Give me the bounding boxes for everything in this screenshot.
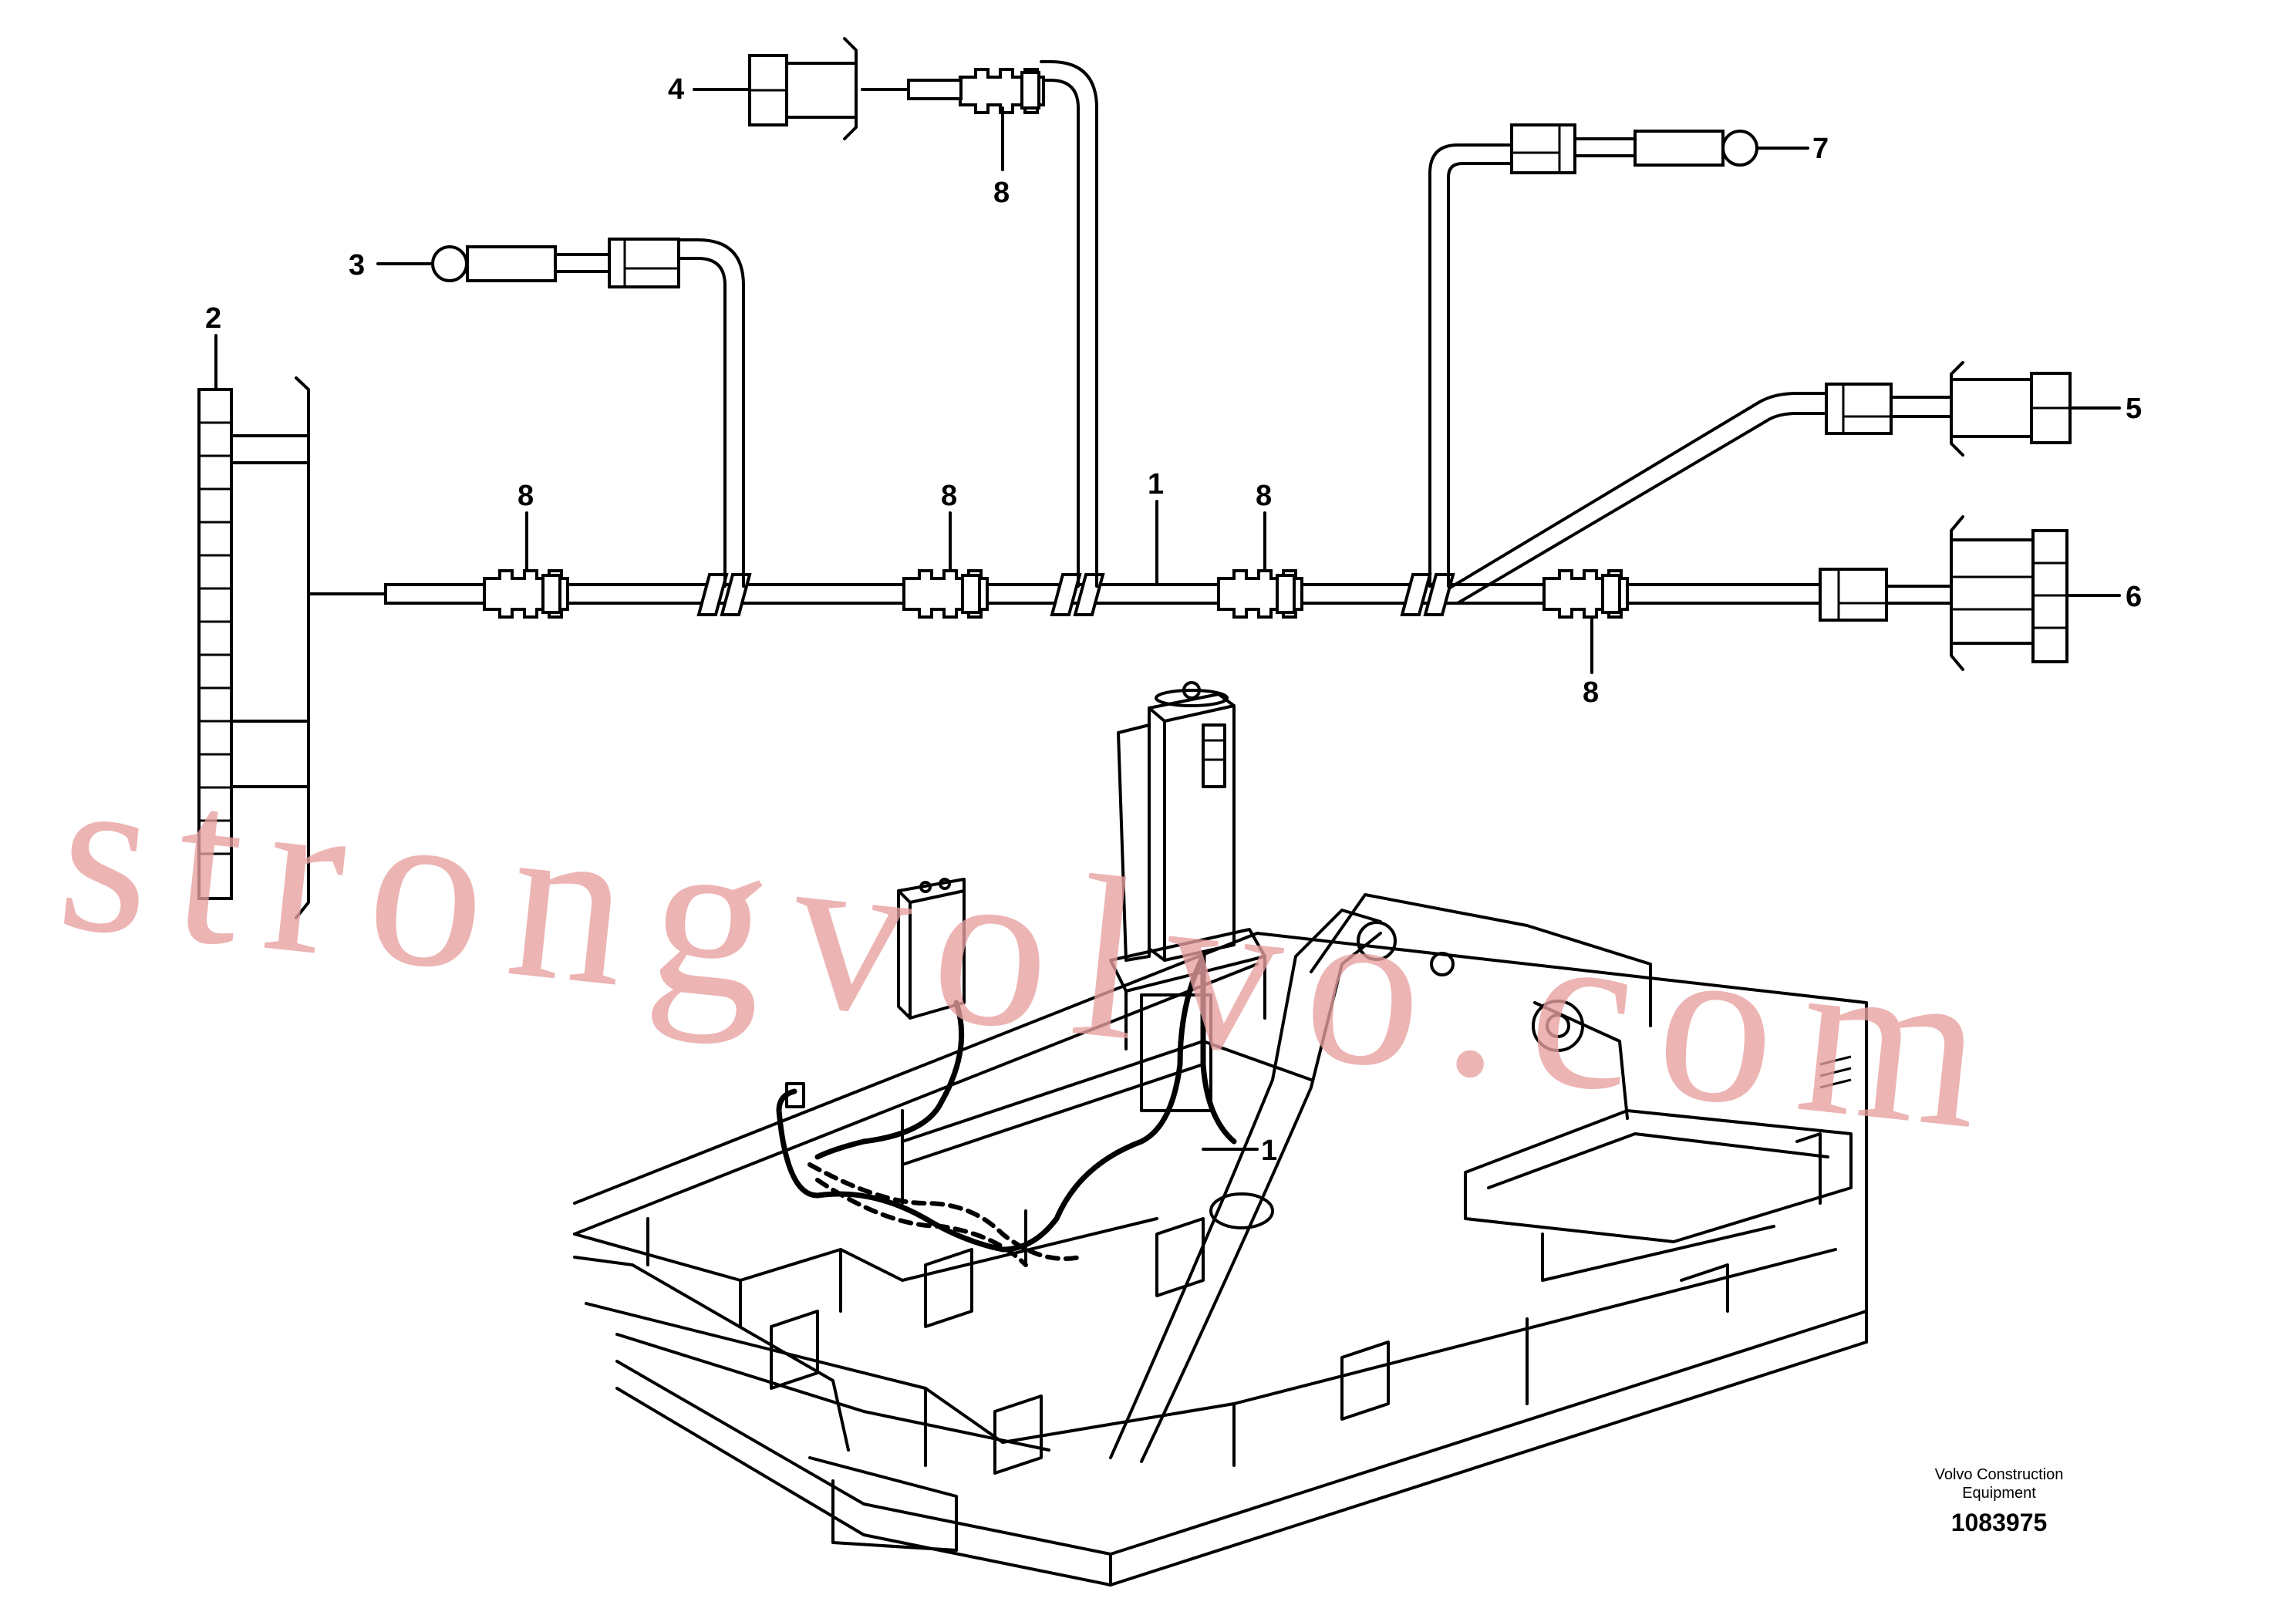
branch-connector-7 [1428,123,1809,588]
clip-8-b [902,569,989,619]
callout-1-trunk: 1 [1148,468,1164,501]
caption-line-2: Equipment [1962,1485,2036,1502]
callout-4: 4 [668,73,684,106]
callout-8-clip-c: 8 [1256,480,1272,512]
clip-8-c [1217,569,1303,619]
connector-2 [197,376,387,919]
callout-8-top: 8 [993,177,1010,209]
watermark-text: strongvolvo.com [49,720,2020,1180]
electronic-box [897,878,966,1020]
control-column [1109,681,1266,1112]
harness-schematic: 2 3 4 8 7 5 6 8 8 1 8 8 [197,37,2142,919]
main-harness-trunk [384,569,1822,619]
branch-connector-3 [376,238,745,588]
caption-block: Volvo Construction Equipment 1083975 [1935,1466,2064,1536]
part-number: 1083975 [1951,1509,2048,1536]
callout-8-clip-b: 8 [941,480,957,512]
connector-6 [1819,515,2121,671]
branch-connector-5 [1448,361,2121,605]
branch-connector-4 [693,37,1098,588]
clip-8-e [1542,569,1629,619]
callout-3: 3 [349,249,365,282]
branch-split-3 [1400,573,1455,616]
callout-8-clip-e: 8 [1583,676,1599,709]
clip-8-a [483,569,569,619]
callout-2: 2 [205,302,221,335]
leader-lines [214,106,1593,674]
callout-6: 6 [2126,581,2142,613]
callout-5: 5 [2126,393,2142,425]
callout-8-clip-a: 8 [518,480,534,512]
callout-1-frame: 1 [1261,1135,1277,1167]
undercarriage-frame-illustration: 1 [573,681,1868,1587]
caption-line-1: Volvo Construction [1935,1466,2064,1483]
callout-7: 7 [1812,133,1829,165]
